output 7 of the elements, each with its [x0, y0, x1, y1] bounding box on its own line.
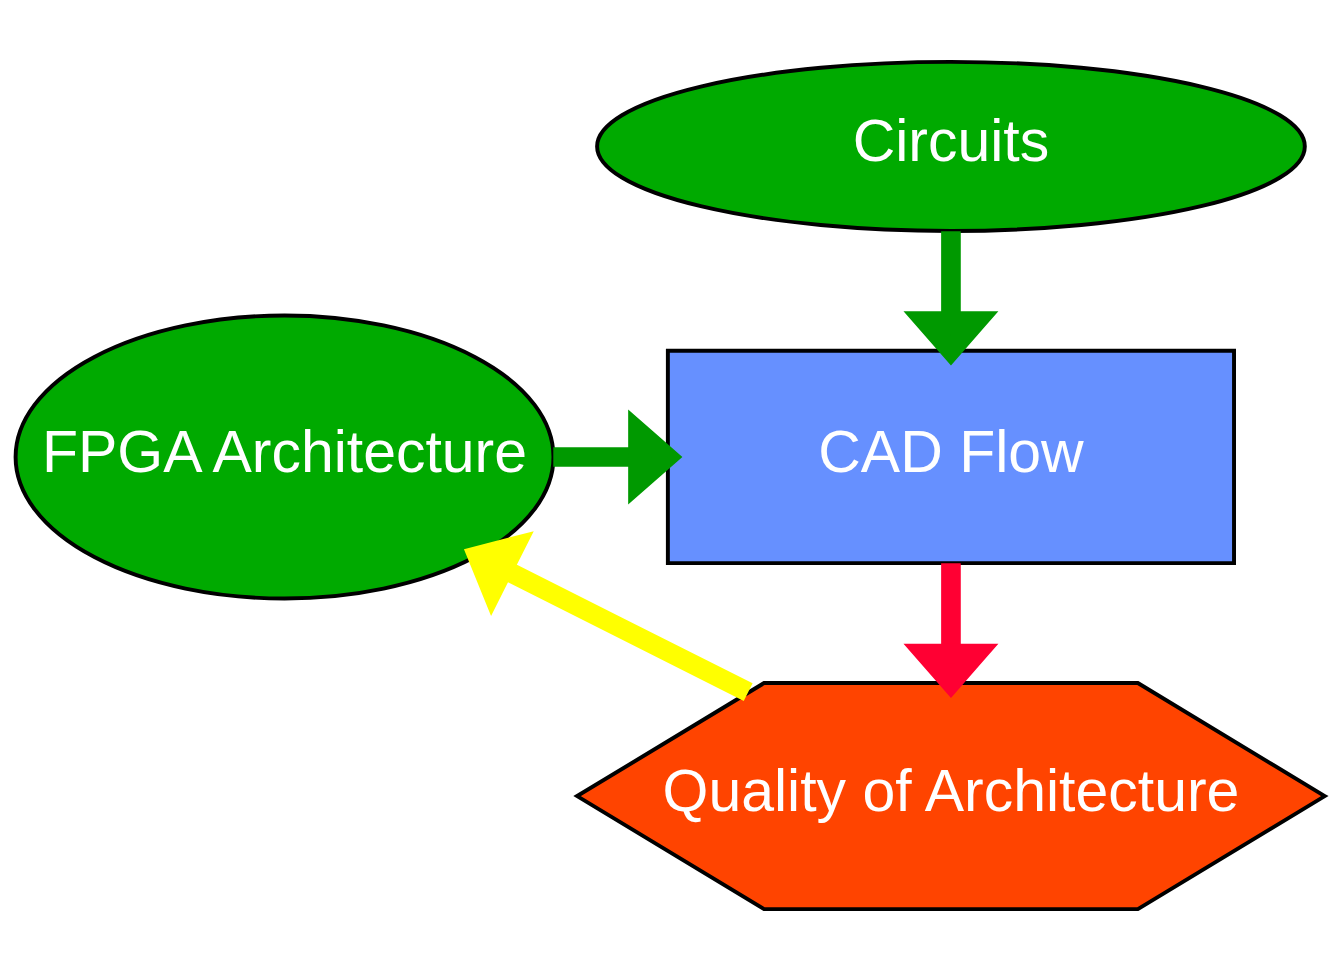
- arrow: [463, 530, 753, 701]
- node-box: CAD Flow: [665, 348, 1236, 565]
- arrow: [903, 230, 999, 365]
- node-ellipse: FPGA Architecture: [13, 313, 556, 600]
- node-ellipse: Circuits: [595, 59, 1307, 233]
- arrow: [903, 562, 999, 698]
- arrow: [553, 409, 683, 504]
